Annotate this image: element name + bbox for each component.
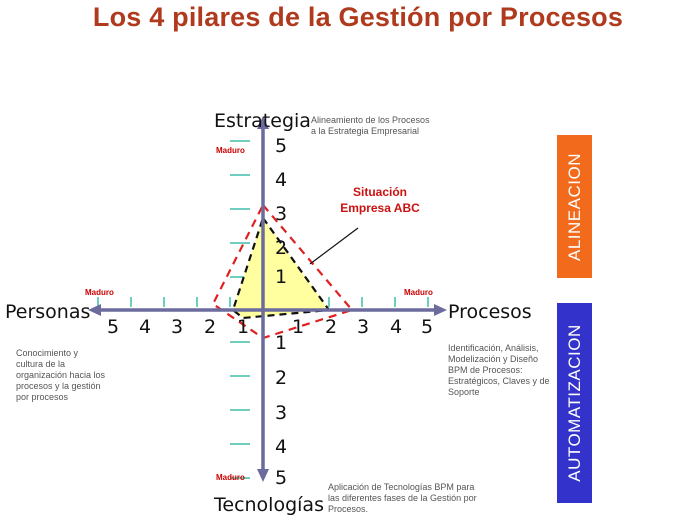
scale-top-1: 1 (275, 266, 288, 288)
alineacion-label: ALINEACION (564, 152, 584, 261)
scale-top-2: 2 (275, 237, 288, 259)
scale-top-3: 3 (275, 203, 288, 225)
scale-bottom-1: 1 (275, 332, 288, 354)
axis-label-procesos: Procesos (448, 301, 532, 323)
maduro-label-bottom: Maduro (216, 473, 245, 482)
arrow-left-icon (88, 304, 101, 316)
scale-right-4: 4 (390, 316, 403, 338)
company-situation-label: Situación Empresa ABC (340, 185, 420, 215)
scale-top-5: 5 (275, 135, 288, 157)
scale-left-1: 1 (237, 316, 250, 338)
personas-description: Conocimiento y cultura de la organizació… (16, 348, 106, 402)
scale-bottom-4: 4 (275, 436, 288, 458)
scale-bottom-3: 3 (275, 402, 288, 424)
page-title: Los 4 pilares de la Gestión por Procesos (92, 2, 624, 32)
scale-left-3: 3 (171, 316, 184, 338)
procesos-description: Identificación, Análisis, Modelización y… (448, 343, 550, 397)
arrow-down-icon (257, 469, 269, 482)
scale-right-3: 3 (357, 316, 370, 338)
annotation-pointer (309, 227, 359, 265)
arrow-up-icon (257, 116, 269, 129)
scale-bottom-5: 5 (275, 467, 288, 489)
scale-left-2: 2 (204, 316, 217, 338)
maduro-label-left: Maduro (85, 288, 114, 297)
maduro-label-top: Maduro (216, 146, 245, 155)
axis-label-estrategia: Estrategia (214, 110, 311, 132)
tecnologias-description: Aplicación de Tecnologías BPM para las d… (328, 482, 477, 514)
scale-right-5: 5 (421, 316, 434, 338)
scale-top-4: 4 (275, 169, 288, 191)
scale-bottom-2: 2 (275, 367, 288, 389)
scale-right-2: 2 (325, 316, 338, 338)
scale-right-1: 1 (292, 316, 305, 338)
scale-left-5: 5 (107, 316, 120, 338)
alineacion-box: ALINEACION (557, 135, 592, 278)
arrow-right-icon (434, 304, 447, 316)
automatizacion-box: AUTOMATIZACION (557, 303, 592, 503)
maduro-label-right: Maduro (404, 288, 433, 297)
company-situation-area (231, 215, 332, 320)
estrategia-description: Alineamiento de los Procesos a la Estrat… (311, 115, 430, 136)
axis-label-tecnologias: Tecnologías (214, 494, 324, 516)
automatizacion-label: AUTOMATIZACION (564, 324, 584, 482)
axes (88, 116, 447, 482)
scale-left-4: 4 (139, 316, 152, 338)
axis-label-personas: Personas (5, 301, 91, 323)
